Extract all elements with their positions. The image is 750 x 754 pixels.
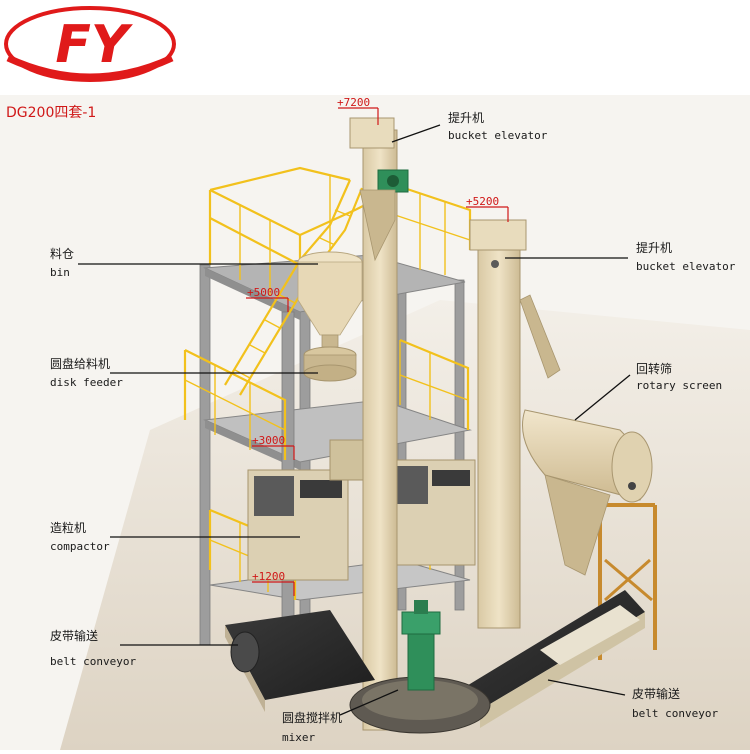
- compactor-units: [247, 439, 476, 581]
- bucket-elevator-second: [469, 219, 561, 629]
- label-mixer-cn: 圆盘搅拌机: [282, 710, 342, 725]
- model-label: DG200四套-1: [6, 105, 96, 121]
- disk-feeder-unit: [303, 346, 357, 382]
- label-bin-en: bin: [50, 266, 70, 279]
- elevation-1200: +1200: [252, 570, 285, 583]
- label-rotary-screen-en: rotary screen: [636, 379, 722, 392]
- elevation-3000: +3000: [252, 434, 285, 447]
- label-bin-cn: 料仓: [50, 247, 74, 261]
- label-compactor: 造粒机 compactor: [50, 520, 110, 553]
- label-belt-conveyor-1: 皮带输送 belt conveyor: [50, 628, 136, 668]
- label-bucket-elevator-1-en: bucket elevator: [448, 129, 548, 142]
- rotary-screen-unit: [522, 409, 657, 660]
- label-disk-feeder-en: disk feeder: [50, 376, 123, 389]
- label-rotary-screen: 回转筛 rotary screen: [636, 361, 722, 392]
- label-belt-conveyor-1-cn: 皮带输送: [50, 628, 98, 643]
- logo-text: FY: [55, 15, 134, 75]
- label-belt-conveyor-2-cn: 皮带输送: [632, 686, 680, 701]
- elevation-markers: +7200 +5200 +5000 +3000 +1200: [246, 96, 509, 596]
- elevation-7200: +7200: [337, 96, 370, 109]
- label-bin: 料仓 bin: [50, 247, 74, 279]
- label-belt-conveyor-2-en: belt conveyor: [632, 707, 718, 720]
- label-compactor-en: compactor: [50, 540, 110, 553]
- label-belt-conveyor-1-en: belt conveyor: [50, 655, 136, 668]
- elevation-5000: +5000: [247, 286, 280, 299]
- label-bucket-elevator-2-en: bucket elevator: [636, 260, 736, 273]
- label-compactor-cn: 造粒机: [50, 520, 86, 535]
- label-bucket-elevator-1: 提升机 bucket elevator: [448, 110, 548, 142]
- belt-conveyor-right: [460, 590, 645, 728]
- label-rotary-screen-cn: 回转筛: [636, 361, 672, 376]
- label-mixer-en: mixer: [282, 731, 315, 744]
- label-bucket-elevator-1-cn: 提升机: [448, 110, 484, 125]
- bin-hopper: [297, 251, 363, 348]
- company-logo: FY: [4, 6, 176, 82]
- mixer-unit: [349, 600, 491, 734]
- label-mixer: 圆盘搅拌机 mixer: [282, 710, 342, 744]
- leader-lines: [78, 124, 631, 716]
- label-belt-conveyor-2: 皮带输送 belt conveyor: [632, 686, 718, 720]
- belt-conveyor-left: [225, 610, 375, 712]
- elevation-5200: +5200: [466, 195, 499, 208]
- label-bucket-elevator-2-cn: 提升机: [636, 240, 672, 255]
- bucket-elevator-main: [349, 117, 409, 731]
- label-disk-feeder: 圆盘给料机 disk feeder: [50, 356, 123, 389]
- label-bucket-elevator-2: 提升机 bucket elevator: [636, 240, 736, 273]
- label-disk-feeder-cn: 圆盘给料机: [50, 356, 110, 371]
- mid-platform-railing: [183, 338, 470, 460]
